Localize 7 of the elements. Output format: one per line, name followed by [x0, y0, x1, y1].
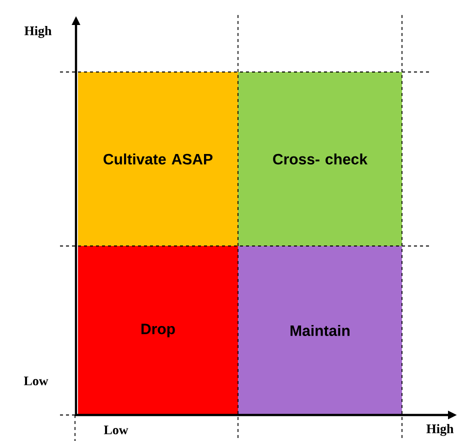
- axis-label: High: [426, 424, 454, 436]
- quadrant-box: Maintain: [238, 246, 402, 415]
- quadrant-box: Cultivate ASAP: [78, 72, 238, 246]
- quadrant-box: Cross- check: [238, 72, 402, 246]
- axis-label: Low: [24, 376, 48, 386]
- quadrant-box: Drop: [78, 246, 238, 415]
- axis-label: High: [24, 26, 52, 38]
